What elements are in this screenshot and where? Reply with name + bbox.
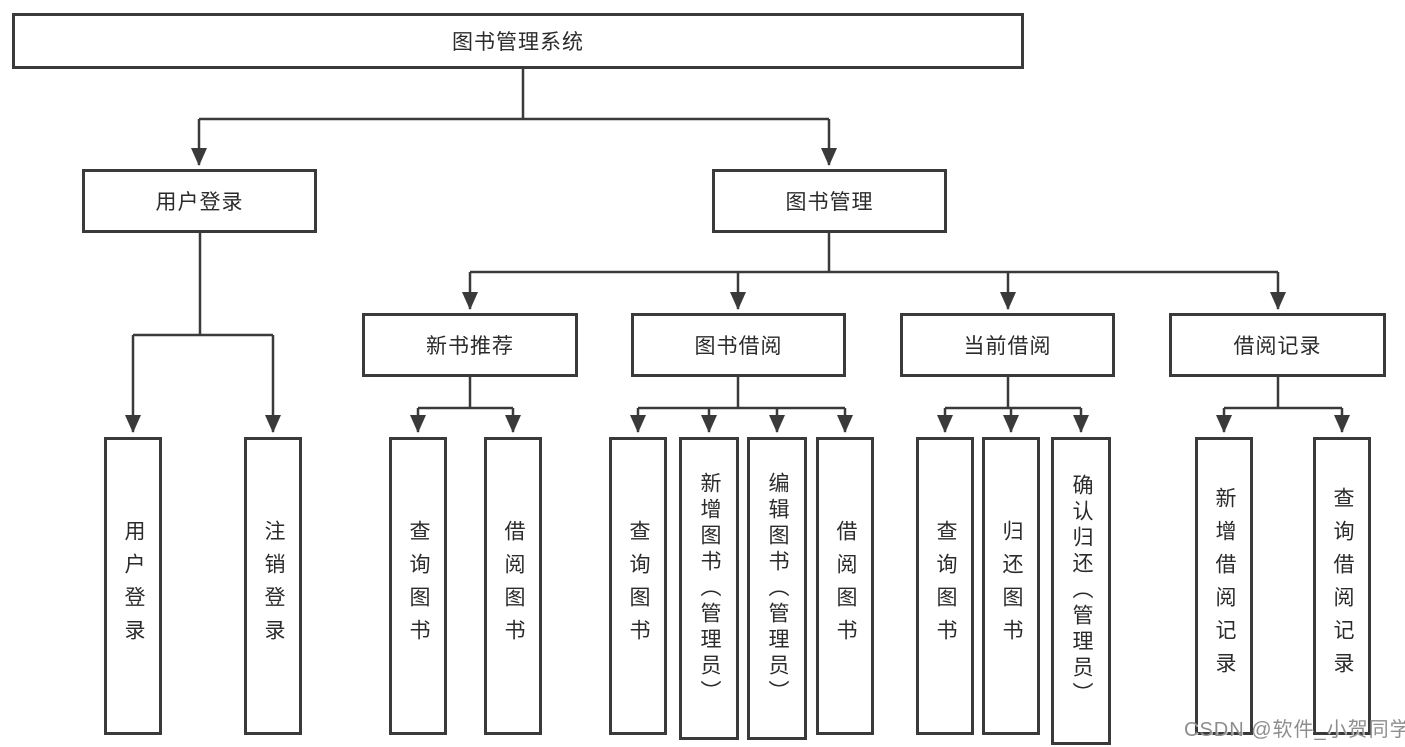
node-borrow-books-recommend: 借阅图书 [484,437,542,735]
node-current-borrowing: 当前借阅 [900,313,1115,377]
node-new-book-recommend: 新书推荐 [362,313,578,377]
node-add-books-admin: 新增图书（管理员） [679,437,739,740]
node-confirm-return-admin: 确认归还（管理员） [1051,437,1111,745]
node-search-books-current: 查询图书 [916,437,974,735]
node-add-borrow-record: 新增借阅记录 [1195,437,1253,735]
node-logout-leaf: 注销登录 [244,437,302,735]
node-search-borrow-record: 查询借阅记录 [1313,437,1371,735]
node-search-books-borrowing: 查询图书 [609,437,667,735]
node-borrow-books-leaf: 借阅图书 [816,437,874,735]
node-book-management: 图书管理 [712,169,947,233]
node-return-books: 归还图书 [982,437,1040,735]
node-user-login: 用户登录 [82,169,317,233]
watermark-text: CSDN @软件_小贺同学 [1184,719,1405,741]
node-search-books-recommend: 查询图书 [389,437,447,735]
node-user-login-leaf: 用户登录 [104,437,162,735]
node-borrow-records: 借阅记录 [1169,313,1386,377]
node-library-management-system: 图书管理系统 [12,13,1024,69]
node-book-borrowing: 图书借阅 [631,313,846,377]
node-edit-books-admin: 编辑图书（管理员） [747,437,807,740]
